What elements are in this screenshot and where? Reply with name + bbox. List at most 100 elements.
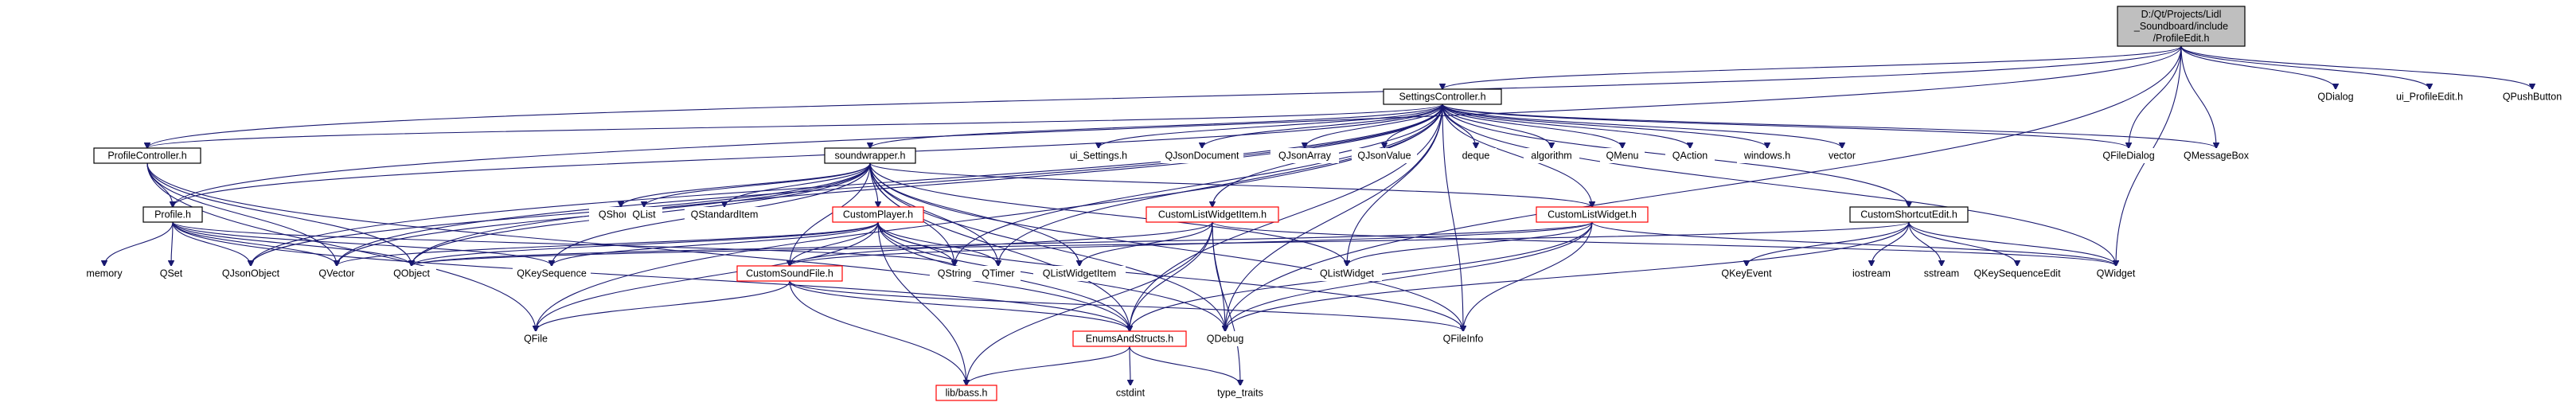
node-qdialog[interactable]: QDialog: [2311, 89, 2360, 104]
node-qwidget[interactable]: QWidget: [2090, 266, 2142, 281]
edge-customlistwidgetitem-to-libbass: [966, 221, 1213, 385]
node-label: cstdint: [1116, 388, 1146, 399]
node-background: [1737, 148, 1797, 163]
node-qstandarditem[interactable]: QStandardItem: [685, 207, 764, 222]
edge-settingscontroller-to-profile: [173, 103, 1443, 207]
node-label: QFile: [524, 334, 548, 345]
edge-root-to-qdialog: [2180, 45, 2336, 89]
node-qfileinfo[interactable]: QFileInfo: [1433, 331, 1493, 346]
edge-enumsandstructs-to-type_traits: [1129, 346, 1240, 385]
node-qdebug[interactable]: QDebug: [1200, 331, 1250, 346]
node-qaction[interactable]: QAction: [1665, 148, 1715, 163]
node-algorithm[interactable]: algorithm: [1524, 148, 1579, 163]
edge-customlistwidget-to-qwidget: [1591, 221, 2116, 266]
edge-customlistwidget-to-qdebug: [1225, 221, 1593, 331]
node-qfiledialog[interactable]: QFileDialog: [2094, 148, 2164, 163]
node-ui-settings-h[interactable]: ui_Settings.h: [1064, 148, 1134, 163]
node-background: [976, 266, 1021, 281]
node-qpushbutton[interactable]: QPushButton: [2495, 89, 2570, 104]
edge-customplayer-to-libbass: [877, 221, 966, 385]
node-customsoundfile-h[interactable]: CustomSoundFile.h: [736, 265, 843, 282]
node-profile-h[interactable]: Profile.h: [142, 206, 203, 223]
node-box: [824, 147, 916, 164]
edge-customsoundfile-to-qfile: [536, 280, 790, 331]
node-qkeysequenceedit[interactable]: QKeySequenceEdit: [1966, 266, 2068, 281]
edge-customlistwidget-to-customsoundfile: [790, 221, 1593, 266]
node-label: QFileInfo: [1443, 334, 1484, 345]
node-customlistwidget-h[interactable]: CustomListWidget.h: [1536, 206, 1649, 223]
node-background: [153, 266, 189, 281]
node-qobject[interactable]: QObject: [387, 266, 436, 281]
node-box: [1849, 206, 1969, 223]
node-soundwrapper-h[interactable]: soundwrapper.h: [824, 147, 916, 164]
node-qjsonobject[interactable]: QJsonObject: [215, 266, 287, 281]
node-qjsonarray[interactable]: QJsonArray: [1270, 148, 1339, 163]
node-label: QMessageBox: [2184, 150, 2250, 162]
node-qkeysequence[interactable]: QKeySequence: [513, 266, 591, 281]
node-qvector[interactable]: QVector: [312, 266, 361, 281]
node-d-qt-projects-lidl-soundboard-include-profileedit-h[interactable]: D:/Qt/Projects/Lidl_Soundboard/include/P…: [2117, 6, 2246, 47]
node-label: D:/Qt/Projects/Lidl: [2141, 9, 2222, 20]
node-background: [513, 266, 591, 281]
node-label: QAction: [1672, 150, 1708, 162]
node-background: [1161, 148, 1243, 163]
edge-root-to-profile: [173, 45, 2182, 207]
edge-customshortcutedit-to-qobject: [412, 221, 1910, 266]
node-qjsondocument[interactable]: QJsonDocument: [1161, 148, 1243, 163]
edge-customplayer-to-qtimer: [877, 221, 998, 266]
node-label: QKeySequenceEdit: [1973, 268, 2061, 279]
edge-customsoundfile-to-enumsandstructs: [789, 280, 1130, 331]
node-cstdint[interactable]: cstdint: [1108, 385, 1153, 400]
node-qfile[interactable]: QFile: [517, 331, 554, 346]
node-qkeyevent[interactable]: QKeyEvent: [1715, 266, 1778, 281]
edge-settingscontroller-to-qaction: [1442, 103, 1690, 148]
node-qset[interactable]: QSet: [153, 266, 189, 281]
node-customplayer-h[interactable]: CustomPlayer.h: [832, 206, 924, 223]
node-qmenu[interactable]: QMenu: [1600, 148, 1645, 163]
node-box: [142, 206, 203, 223]
node-label: QVector: [318, 268, 354, 279]
node-vector[interactable]: vector: [1820, 148, 1864, 163]
node-type-traits[interactable]: type_traits: [1207, 385, 1274, 400]
edge-profile-to-enumsandstructs: [172, 221, 1130, 331]
node-enumsandstructs-h[interactable]: EnumsAndStructs.h: [1072, 330, 1187, 347]
node-windows-h[interactable]: windows.h: [1737, 148, 1797, 163]
edge-settingscontroller-to-customlistwidget: [1442, 103, 1592, 207]
node-label: memory: [86, 268, 123, 279]
edge-customshortcutedit-to-qkeysequenceedit: [1908, 221, 2017, 266]
node-settingscontroller-h[interactable]: SettingsController.h: [1383, 88, 1502, 105]
node-profilecontroller-h[interactable]: ProfileController.h: [93, 147, 201, 164]
edge-profile-to-qobject: [172, 221, 412, 266]
edge-root-to-qfiledialog: [2129, 45, 2182, 148]
edge-customlistwidgetitem-to-qwidget: [1212, 221, 2116, 266]
edge-root-to-settingscontroller: [1442, 45, 2182, 89]
node-ui-profileedit-h[interactable]: ui_ProfileEdit.h: [2391, 89, 2469, 104]
node-qstring[interactable]: QString: [930, 266, 979, 281]
edge-soundwrapper-to-qlist: [644, 162, 871, 207]
edge-customlistwidget-to-qlistwidget: [1347, 221, 1593, 266]
node-qlist[interactable]: QList: [626, 207, 662, 222]
edge-settingscontroller-to-qfiledialog: [1442, 103, 2129, 148]
node-background: [387, 266, 436, 281]
node-memory[interactable]: memory: [80, 266, 129, 281]
node-lib-bass-h[interactable]: lib/bass.h: [935, 385, 997, 401]
edge-settingscontroller-to-qstring: [954, 103, 1443, 266]
node-label: windows.h: [1743, 150, 1790, 162]
nodes-layer: D:/Qt/Projects/Lidl_Soundboard/include/P…: [80, 6, 2570, 401]
node-background: [2178, 148, 2254, 163]
node-qlistwidget[interactable]: QListWidget: [1312, 266, 1382, 281]
node-label: type_traits: [1217, 388, 1263, 399]
node-qtimer[interactable]: QTimer: [976, 266, 1021, 281]
node-qjsonvalue[interactable]: QJsonValue: [1352, 148, 1417, 163]
node-deque[interactable]: deque: [1455, 148, 1497, 163]
node-customshortcutedit-h[interactable]: CustomShortcutEdit.h: [1849, 206, 1969, 223]
node-qlistwidgetitem[interactable]: QListWidgetItem: [1033, 266, 1126, 281]
node-label: QSet: [160, 268, 183, 279]
edge-profile-to-qset: [171, 221, 173, 266]
node-customlistwidgetitem-h[interactable]: CustomListWidgetItem.h: [1146, 206, 1279, 223]
node-sstream[interactable]: sstream: [1917, 266, 1966, 281]
edge-profilecontroller-to-qvector: [146, 162, 337, 266]
node-qmessagebox[interactable]: QMessageBox: [2178, 148, 2254, 163]
node-iostream[interactable]: iostream: [1845, 266, 1898, 281]
edge-profilecontroller-to-qobject: [146, 162, 412, 266]
